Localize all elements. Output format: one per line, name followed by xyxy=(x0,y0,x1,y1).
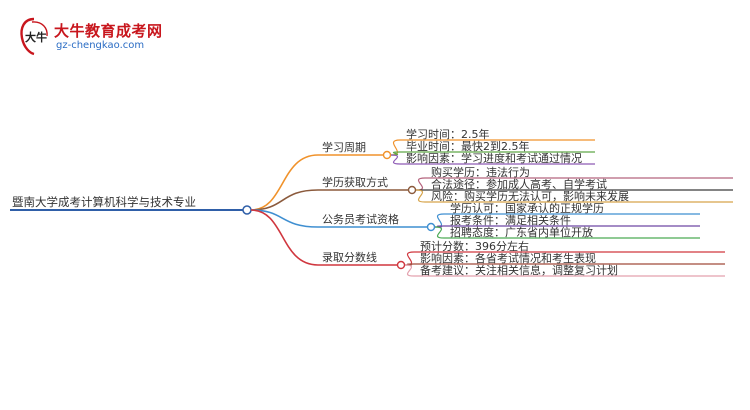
branch-connector xyxy=(250,209,319,228)
logo-title: 大牛教育成考网 xyxy=(54,22,163,40)
leaf-topic: 毕业时间：最快2到2.5年 xyxy=(406,139,530,153)
branch-node xyxy=(426,222,436,232)
root-node xyxy=(242,205,252,215)
logo-mark-text: 大牛 xyxy=(25,30,47,44)
leaf-connector xyxy=(434,226,445,239)
leaf-topic: 影响因素：学习进度和考试通过情况 xyxy=(406,151,582,165)
branch-connector xyxy=(250,189,319,211)
leaf-topic: 学习时间：2.5年 xyxy=(406,127,490,141)
leaf-topic: 合法途径：参加成人高考、自学考试 xyxy=(431,177,607,191)
branch-node xyxy=(407,185,417,195)
leaf-topic: 备考建议：关注相关信息，调整复习计划 xyxy=(420,263,618,277)
branch-connector xyxy=(250,154,319,211)
leaf-topic: 学历认可：国家承认的正规学历 xyxy=(450,201,604,215)
leaf-connector xyxy=(415,177,426,191)
leaf-topic: 影响因素：各省考试情况和考生表现 xyxy=(420,251,596,265)
root-topic: 暨南大学成考计算机科学与技术专业 xyxy=(12,195,196,209)
branch-topic: 公务员考试资格 xyxy=(322,212,399,226)
branch-topic: 学历获取方式 xyxy=(322,175,388,189)
leaf-topic: 风险：购买学历无法认可，影响未来发展 xyxy=(431,189,629,203)
leaf-topic: 预计分数：396分左右 xyxy=(420,239,529,253)
leaf-topic: 报考条件：满足相关条件 xyxy=(450,213,571,227)
leaf-connector xyxy=(390,139,401,156)
logo-url: gz-chengkao.com xyxy=(56,40,145,51)
branch-node xyxy=(382,150,392,160)
leaf-topic: 招聘态度：广东省内单位开放 xyxy=(450,225,593,239)
leaf-connector xyxy=(404,251,415,266)
leaf-connector xyxy=(415,189,426,203)
branch-topic: 录取分数线 xyxy=(322,250,377,264)
branch-node xyxy=(396,260,406,270)
site-logo: 大牛 大牛教育成考网 gz-chengkao.com xyxy=(18,16,162,60)
branch-connector xyxy=(250,209,319,266)
leaf-topic: 购买学历：违法行为 xyxy=(431,165,530,179)
leaf-connector xyxy=(390,154,401,165)
leaf-connector xyxy=(434,213,445,228)
logo-mark: 大牛 xyxy=(20,17,48,56)
branch-topic: 学习周期 xyxy=(322,140,366,154)
leaf-connector xyxy=(404,264,415,277)
